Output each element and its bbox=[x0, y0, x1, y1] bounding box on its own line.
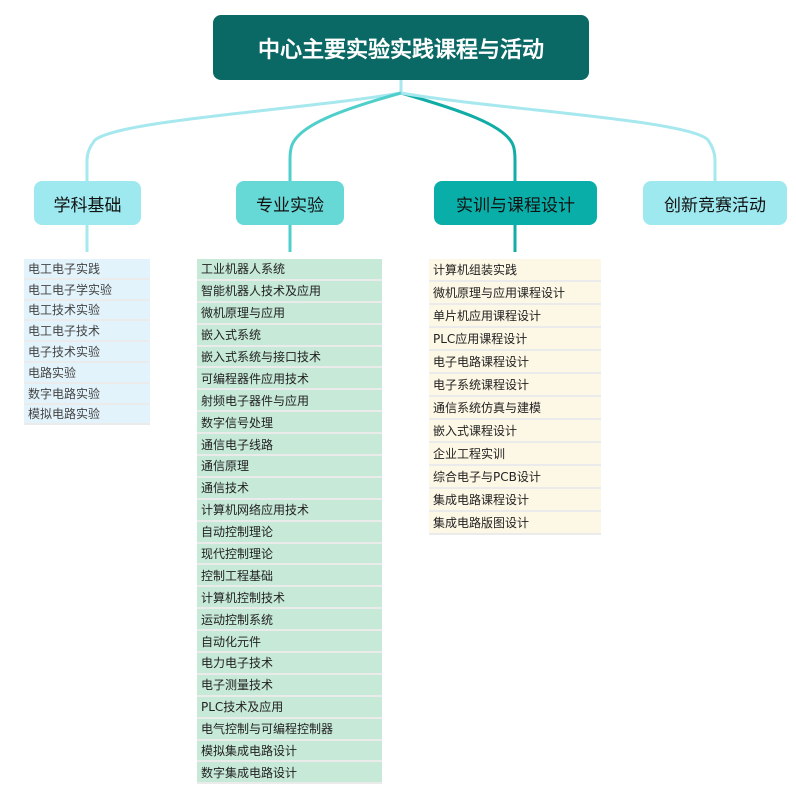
list-item[interactable]: 现代控制理论 bbox=[197, 544, 382, 566]
list-item[interactable]: 通信电子线路 bbox=[197, 434, 382, 457]
list-item[interactable]: 电工电子技术 bbox=[24, 321, 150, 343]
branch-node-innovation-competition[interactable]: 创新竞赛活动 bbox=[643, 181, 787, 225]
discipline-basics-list: 电工电子实践电工电子学实验电工技术实验电工电子技术电子技术实验电路实验数字电路实… bbox=[24, 259, 150, 426]
connector-branch-3 bbox=[400, 91, 517, 252]
branch-node-professional-experiments[interactable]: 专业实验 bbox=[236, 181, 344, 225]
list-item[interactable]: 电子测量技术 bbox=[197, 675, 382, 697]
list-item[interactable]: 射频电子器件与应用 bbox=[197, 390, 382, 413]
list-item[interactable]: 电子电路课程设计 bbox=[429, 351, 601, 374]
connector-branch-2 bbox=[288, 91, 402, 252]
list-item[interactable]: 嵌入式系统与接口技术 bbox=[197, 347, 382, 369]
list-item[interactable]: 计算机网络应用技术 bbox=[197, 500, 382, 522]
list-item[interactable]: 智能机器人技术及应用 bbox=[197, 281, 382, 303]
list-item[interactable]: 电工技术实验 bbox=[24, 301, 150, 322]
list-item[interactable]: 集成电路版图设计 bbox=[429, 512, 601, 535]
list-item[interactable]: 数字电路实验 bbox=[24, 384, 150, 405]
list-item[interactable]: 工业机器人系统 bbox=[197, 259, 382, 281]
list-item[interactable]: 运动控制系统 bbox=[197, 609, 382, 632]
list-item[interactable]: 微机原理与应用课程设计 bbox=[429, 282, 601, 305]
list-item[interactable]: 模拟电路实验 bbox=[24, 405, 150, 426]
list-item[interactable]: 单片机应用课程设计 bbox=[429, 305, 601, 328]
list-item[interactable]: 数字集成电路设计 bbox=[197, 762, 382, 785]
list-item[interactable]: 通信技术 bbox=[197, 478, 382, 500]
list-item[interactable]: 自动化元件 bbox=[197, 631, 382, 654]
list-item[interactable]: 综合电子与PCB设计 bbox=[429, 466, 601, 489]
list-item[interactable]: 可编程器件应用技术 bbox=[197, 368, 382, 391]
list-item[interactable]: 电路实验 bbox=[24, 363, 150, 384]
root-node[interactable]: 中心主要实验实践课程与活动 bbox=[213, 15, 589, 80]
list-item[interactable]: 通信原理 bbox=[197, 456, 382, 478]
list-item[interactable]: 嵌入式课程设计 bbox=[429, 420, 601, 443]
list-item[interactable]: 电子系统课程设计 bbox=[429, 374, 601, 397]
list-item[interactable]: 集成电路课程设计 bbox=[429, 489, 601, 512]
list-item[interactable]: 电力电子技术 bbox=[197, 653, 382, 675]
list-item[interactable]: 企业工程实训 bbox=[429, 443, 601, 466]
professional-experiments-list: 工业机器人系统智能机器人技术及应用微机原理与应用嵌入式系统嵌入式系统与接口技术可… bbox=[197, 259, 382, 785]
branch-node-training-course-design[interactable]: 实训与课程设计 bbox=[434, 181, 597, 225]
connector-branch-4 bbox=[400, 91, 717, 181]
list-item[interactable]: 通信系统仿真与建模 bbox=[429, 397, 601, 420]
list-item[interactable]: 电工电子实践 bbox=[24, 259, 150, 280]
branch-node-discipline-basics[interactable]: 学科基础 bbox=[34, 181, 141, 225]
connector-branch-1 bbox=[85, 91, 402, 252]
list-item[interactable]: 控制工程基础 bbox=[197, 565, 382, 588]
list-item[interactable]: 微机原理与应用 bbox=[197, 303, 382, 325]
list-item[interactable]: 模拟集成电路设计 bbox=[197, 741, 382, 763]
list-item[interactable]: 电工电子学实验 bbox=[24, 280, 150, 301]
list-item[interactable]: PLC应用课程设计 bbox=[429, 328, 601, 351]
list-item[interactable]: 电气控制与可编程控制器 bbox=[197, 719, 382, 741]
list-item[interactable]: PLC技术及应用 bbox=[197, 697, 382, 719]
list-item[interactable]: 计算机组装实践 bbox=[429, 259, 601, 282]
list-item[interactable]: 数字信号处理 bbox=[197, 412, 382, 435]
list-item[interactable]: 自动控制理论 bbox=[197, 522, 382, 544]
list-item[interactable]: 计算机控制技术 bbox=[197, 587, 382, 610]
list-item[interactable]: 嵌入式系统 bbox=[197, 325, 382, 347]
list-item[interactable]: 电子技术实验 bbox=[24, 342, 150, 363]
